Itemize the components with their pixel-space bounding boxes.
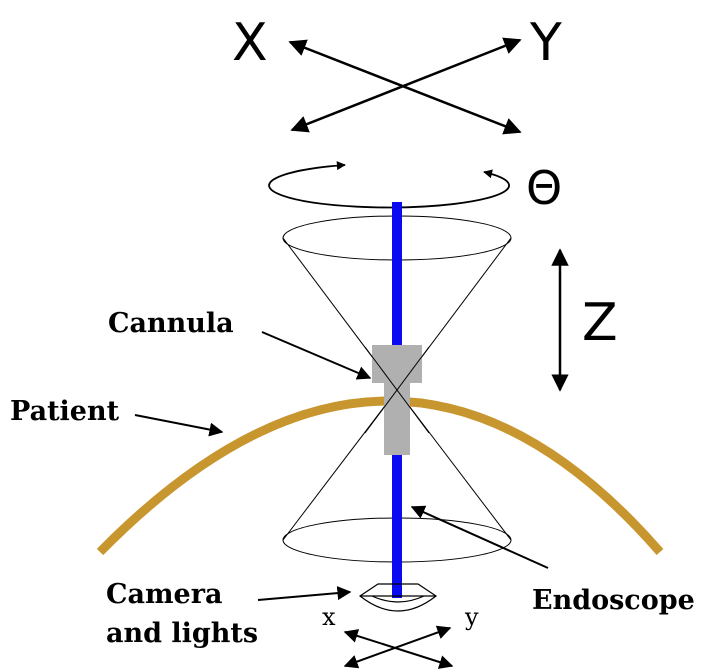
xy-translation-arrows [288, 37, 522, 135]
camera-label-line1: Camera [106, 579, 222, 610]
theta-label: Θ [526, 161, 562, 215]
camera-lens [358, 583, 438, 612]
camera-x-label: x [322, 603, 336, 631]
patient-label: Patient [10, 396, 120, 427]
endoscope-pointer-arrow [410, 505, 549, 569]
endoscope-label: Endoscope [532, 585, 695, 616]
cone-crossing-lines [364, 346, 430, 434]
rotation-theta-arrow [268, 161, 510, 209]
patient-pointer-arrow [134, 414, 224, 437]
cannula-pointer-arrow [261, 331, 372, 380]
x-axis-label: X [232, 13, 268, 73]
camera-xy-arrows [343, 625, 454, 669]
cannula-label: Cannula [108, 308, 234, 339]
camera-pointer-arrow [257, 586, 352, 601]
cannula [372, 345, 422, 455]
y-axis-label: Y [529, 13, 562, 73]
camera-label-line2: and lights [106, 618, 258, 649]
z-axis-label: Z [582, 293, 618, 353]
camera-y-label: y [464, 603, 479, 631]
